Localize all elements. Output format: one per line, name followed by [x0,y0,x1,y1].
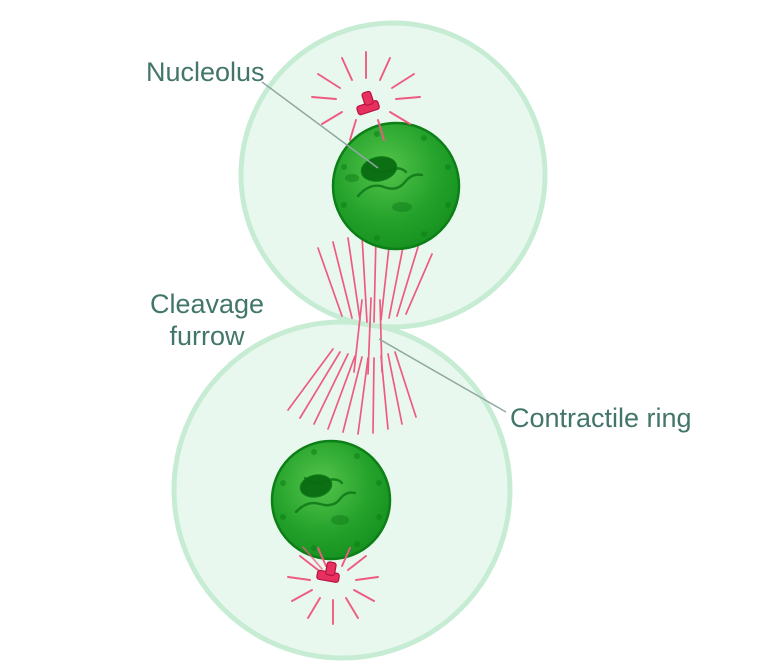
nucleus-top [331,121,461,251]
label-cleavage-line2: furrow [169,321,245,352]
label-nucleolus: Nucleolus [146,57,265,87]
label-cleavage-line1: Cleavage [149,289,265,319]
label-cleavage-furrow: Cleavage furrow [127,288,287,353]
spindle-remnant-line [302,546,323,570]
chromatin-blob [345,174,359,182]
nucleus-bottom [270,439,392,570]
centriole-top [356,90,380,116]
chromatin-strand [356,173,424,198]
centriole-bottom [316,561,340,583]
spindle-fibers-upper [317,235,433,323]
aster-bottom [287,547,379,625]
spindle-fibers-lower [287,348,417,435]
chromatin-blob [392,202,412,212]
nucleolus-bottom [299,474,333,498]
chromatin-strand [294,491,357,514]
chromatin-blob [331,515,349,525]
contractile-ring-leader-line [378,338,507,413]
label-contractile-ring: Contractile ring [510,403,692,433]
aster-top [311,51,421,141]
nucleolus-leader-line [261,81,379,169]
